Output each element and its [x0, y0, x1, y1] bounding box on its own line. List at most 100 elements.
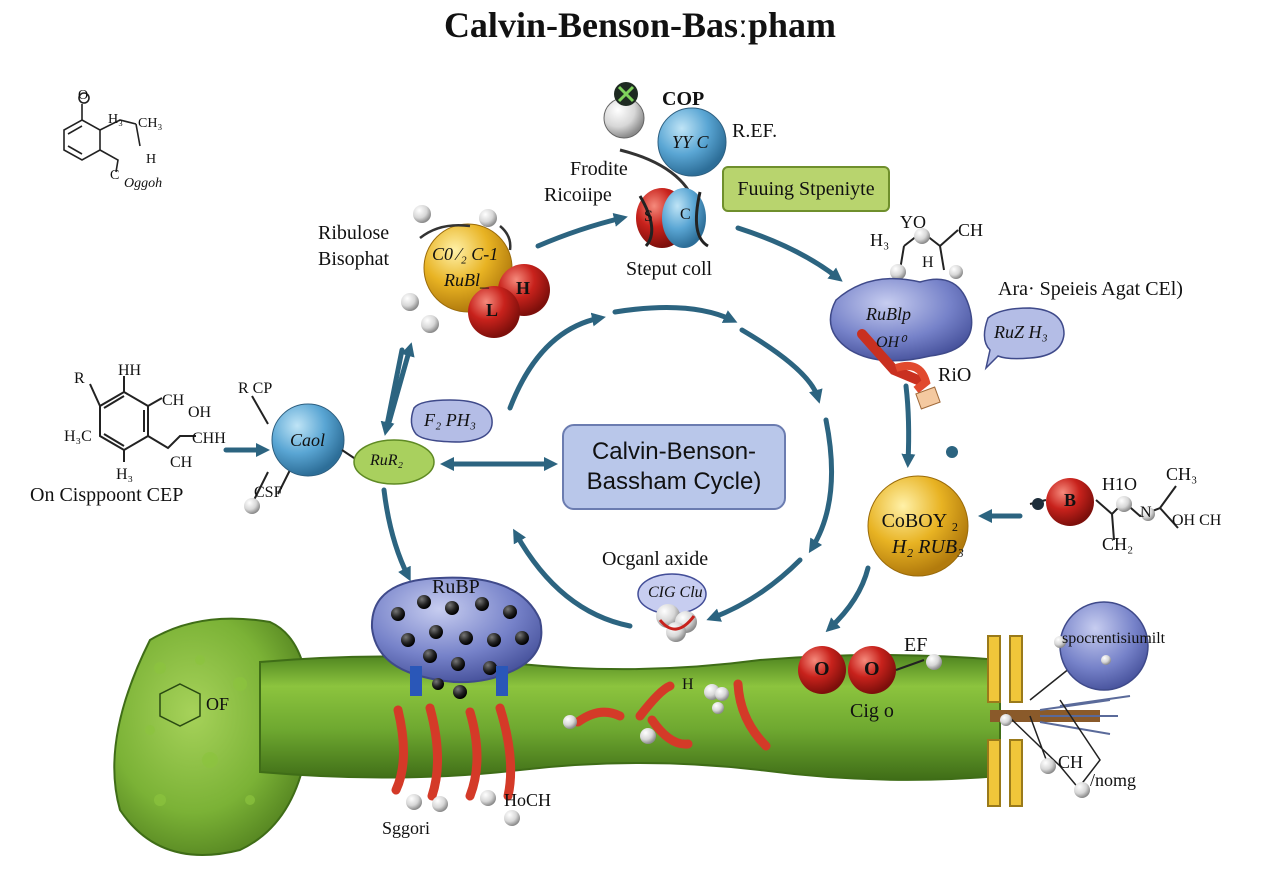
page-title: Calvin-Benson-Basːpham	[443, 5, 837, 45]
ruzh-bubble	[983, 307, 1065, 371]
label-ribulose-1: Ribulose	[318, 222, 390, 244]
label-caol: Caol	[290, 430, 326, 450]
label-cispp: On Cisppoont CEP	[30, 484, 184, 506]
label-ribulose-2: Bisophat	[318, 248, 390, 270]
label-ch3: CH₃	[1166, 464, 1198, 484]
label-cop: COP	[662, 88, 705, 110]
ribulose-complex	[401, 205, 550, 338]
caol-sphere	[271, 403, 345, 477]
cycle-arrow-right	[739, 327, 823, 404]
label-csf: CSF	[254, 484, 283, 501]
membrane-tube	[113, 576, 1149, 856]
label-frodite: Frodite	[570, 158, 628, 180]
caol-group	[244, 395, 493, 514]
center-box-line-2: Bassham Cycle)	[586, 468, 762, 495]
chem-structure-left	[89, 376, 196, 462]
cycle-arrows	[223, 213, 1023, 633]
label-ohc: OH⁰	[876, 334, 906, 351]
c-sphere	[662, 188, 706, 248]
label-of: OF	[206, 694, 230, 714]
label-rubip: RuBlp	[866, 304, 911, 324]
label-rcp: R CP	[238, 380, 273, 397]
label-h3c: H₃C	[64, 428, 92, 445]
label-rurb: RuR₂	[370, 452, 404, 469]
center-box-line-1: Calvin-Benson-	[591, 438, 757, 465]
label-ch2: CH₂	[1102, 534, 1134, 554]
label-l: L	[486, 300, 499, 320]
label-rio: RiO	[938, 364, 972, 386]
dot-marker	[946, 446, 958, 458]
label-ricoiipe: Ricoiipe	[544, 184, 612, 206]
channel-gate	[987, 635, 1023, 807]
label-ch-br: CH	[1058, 752, 1084, 772]
oganl-complex	[637, 573, 707, 642]
cycle-arrow-bottom-left	[513, 528, 633, 629]
label-steput: Steput coll	[626, 258, 713, 280]
arrow-rubis-to-stepput	[535, 213, 628, 249]
coboy-sphere	[867, 475, 969, 577]
label-sggori: Sggori	[382, 818, 431, 838]
label-n: N	[1140, 504, 1152, 521]
chem-structure-top-left	[63, 92, 141, 173]
label-c: C	[680, 206, 691, 223]
label-h: H	[516, 278, 531, 298]
label-ball-cq-2: RuBl_	[444, 270, 489, 290]
label-h1o: H1O	[1102, 474, 1137, 494]
label-r: R	[74, 370, 85, 387]
label-ef: EF	[904, 634, 928, 656]
label-coboy-2: H₂ RUB₃	[891, 536, 965, 558]
label-hh: HH	[118, 362, 142, 379]
top-complex	[603, 82, 727, 248]
o-sphere-2	[848, 646, 896, 694]
arrow-rurb-down	[381, 487, 411, 582]
label-yyc: YY C	[672, 132, 709, 152]
label-o-2: O	[864, 658, 880, 680]
label-fph: F₂ PH₃	[424, 410, 477, 430]
label-spoc: spocrentisiumilt	[1062, 630, 1166, 647]
label-ref: R.EF.	[732, 120, 778, 142]
label-chem-h: H	[146, 152, 157, 167]
label-ball-cq-1: C0 ⁄₂ C-1	[432, 244, 499, 264]
rubip-protein	[829, 277, 1065, 410]
label-hoch: HoCH	[504, 790, 552, 810]
label-rubp: RuBP	[432, 576, 480, 598]
o-sphere-1	[798, 646, 846, 694]
arrow-rurb-up-back	[380, 347, 405, 436]
cycle-arrow-right-down	[808, 417, 835, 554]
label-chem-oggoh: Oggoh	[124, 176, 163, 191]
fuuing-label-box: Fuuing Stpeniyte	[722, 166, 890, 212]
yo-molecule	[890, 228, 963, 280]
cycle-arrow-top-right	[612, 305, 738, 323]
label-b: B	[1064, 490, 1077, 510]
label-chh: CHH	[192, 430, 226, 447]
fph-bubble	[410, 399, 493, 443]
red-sphere-l	[468, 286, 520, 338]
label-oh-ch: OH CH	[1172, 512, 1222, 529]
label-ruzh: RuZ H₃	[994, 322, 1048, 342]
label-s: S	[644, 208, 653, 225]
rurb-ellipse	[353, 439, 435, 485]
label-chem-c: C	[110, 168, 120, 183]
label-nomg: /nomg	[1090, 770, 1137, 790]
cycle-center-box: Calvin-Benson- Bassham Cycle)	[562, 424, 786, 510]
yyc-sphere	[657, 107, 727, 177]
label-oh: OH	[188, 404, 212, 421]
hexagon-of	[159, 683, 201, 727]
label-oganl: Ocganl axide	[602, 548, 709, 570]
label-coboy-1: CoBOY ₂	[881, 510, 959, 532]
label-ara: Ara· Speieis Agat CEl)	[998, 278, 1183, 300]
arrow-rubip-down	[901, 383, 916, 468]
label-chem-ch3: CH₃	[138, 116, 163, 131]
coboy-group	[867, 475, 1179, 577]
label-h-mid: H	[682, 676, 694, 693]
arrow-coboy-down	[825, 565, 871, 633]
label-ch-oh: CH	[162, 392, 185, 409]
label-chem-o: O	[78, 88, 89, 103]
b-sphere	[1046, 478, 1094, 526]
cycle-arrow-top	[507, 312, 606, 411]
label-h3-low: H₃	[116, 466, 134, 483]
label-h-small: H	[922, 254, 934, 271]
arrow-stepput-to-rubip	[735, 225, 843, 282]
label-yo: YO	[900, 212, 926, 232]
